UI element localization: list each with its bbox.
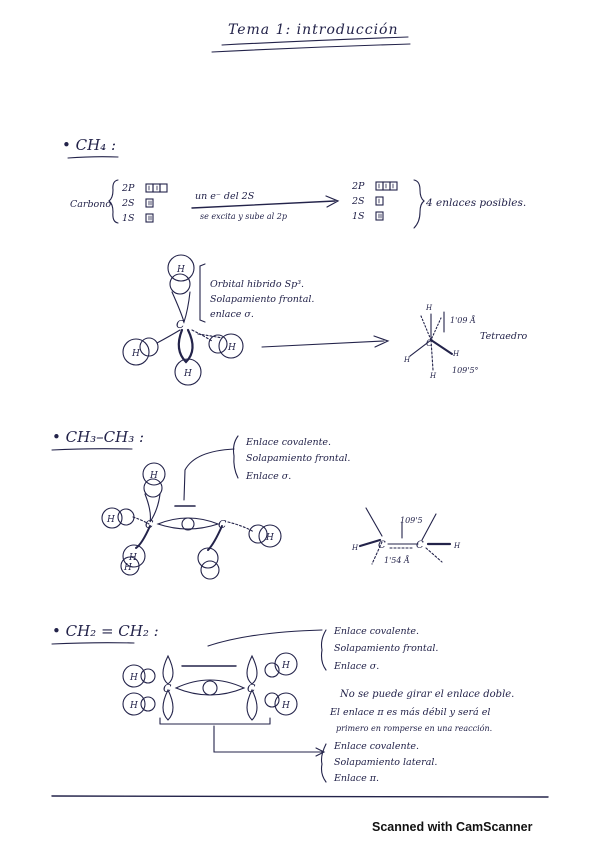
ethene-remark-2: El enlace π es más débil y será el bbox=[330, 707, 491, 718]
ch4-shape: Tetraedro bbox=[480, 331, 528, 342]
ethane-skel-c-1: C bbox=[378, 540, 386, 551]
ch4-angle: 109'5° bbox=[452, 366, 479, 375]
ch4-h-left: H bbox=[131, 349, 140, 359]
ch4-h-top: H bbox=[176, 265, 185, 275]
excited-2s: 2S bbox=[352, 196, 365, 207]
ground-2s: 2S bbox=[122, 198, 135, 209]
ground-1s: 1S bbox=[122, 213, 135, 224]
ethane-skeletal bbox=[358, 507, 452, 565]
ethene-sigma-note-3: Enlace σ. bbox=[334, 661, 380, 672]
ch4-h-bottom: H bbox=[183, 369, 192, 379]
tetrahedron-diagram bbox=[409, 311, 453, 371]
ethene-h-2: H bbox=[129, 701, 138, 711]
arrow-bottom-text: se excita y sube al 2p bbox=[200, 212, 287, 221]
ethane-h-2: H bbox=[106, 515, 115, 525]
scanner-watermark: Scanned with CamScanner bbox=[372, 820, 533, 834]
ch4-note-2: Solapamiento frontal. bbox=[210, 294, 315, 305]
ethene-pi-note-1: Enlace covalente. bbox=[334, 741, 420, 752]
ch4-note-1: Orbital hibrido Sp³. bbox=[210, 279, 305, 290]
bonds-note: 4 enlaces posibles. bbox=[426, 197, 527, 209]
tet-h-left: H bbox=[403, 356, 411, 364]
ethane-angle: 109'5 bbox=[400, 516, 423, 525]
ethene-h-3: H bbox=[281, 661, 290, 671]
ethane-note-2: Solapamiento frontal. bbox=[246, 453, 351, 464]
tet-h-bottom: H bbox=[429, 372, 437, 380]
arrow-top-text: un e⁻ del 2S bbox=[195, 191, 255, 202]
ethane-skel-h-1: H bbox=[351, 544, 359, 552]
ch4-orbital-diagram bbox=[122, 254, 244, 386]
ethane-c-2: C bbox=[218, 518, 227, 531]
ethene-orbital-diagram bbox=[122, 652, 298, 721]
carbono-label: Carbono bbox=[70, 199, 112, 210]
ethane-bond-length: 1'54 Å bbox=[384, 556, 410, 565]
excited-2p: 2P bbox=[352, 181, 365, 192]
ethane-h-1: H bbox=[149, 471, 158, 481]
ch4-h-right: H bbox=[227, 343, 236, 353]
ethane-h-5: H bbox=[265, 533, 274, 543]
ethene-remark-1: No se puede girar el enlace doble. bbox=[340, 689, 515, 700]
ethene-h-4: H bbox=[281, 701, 290, 711]
ethene-heading: • CH₂ = CH₂ : bbox=[52, 622, 159, 640]
ethane-c-1: C bbox=[145, 518, 154, 531]
ethene-sigma-note-2: Solapamiento frontal. bbox=[334, 643, 439, 654]
tet-c: C bbox=[426, 339, 433, 349]
ethene-c-1: C bbox=[163, 682, 172, 695]
ch4-note-3: enlace σ. bbox=[210, 309, 254, 320]
ethane-skel-c-2: C bbox=[416, 540, 424, 551]
ethene-remark-3: primero en romperse en una reacción. bbox=[336, 724, 493, 733]
ethene-c-2: C bbox=[247, 682, 256, 695]
ethene-pi-note-2: Solapamiento lateral. bbox=[334, 757, 438, 768]
ethane-h-4: H bbox=[123, 563, 132, 573]
ethane-h-3: H bbox=[128, 553, 137, 563]
tet-h-right: H bbox=[452, 350, 460, 358]
ethene-sigma-note-1: Enlace covalente. bbox=[334, 626, 420, 637]
ch4-c: C bbox=[176, 318, 185, 331]
excited-1s: 1S bbox=[352, 211, 365, 222]
tet-h-top: H bbox=[425, 304, 433, 312]
ethane-skel-h-2: H bbox=[453, 542, 461, 550]
page-title: Tema 1: introducción bbox=[228, 22, 399, 38]
ground-2p: 2P bbox=[122, 183, 135, 194]
ch4-heading: • CH₄ : bbox=[62, 136, 117, 154]
ethane-note-1: Enlace covalente. bbox=[246, 437, 332, 448]
ethene-h-1: H bbox=[129, 673, 138, 683]
ethane-heading: • CH₃–CH₃ : bbox=[52, 428, 145, 446]
ethane-note-3: Enlace σ. bbox=[246, 471, 292, 482]
ethane-orbital-diagram bbox=[101, 462, 282, 580]
ethene-pi-note-3: Enlace π. bbox=[334, 773, 379, 784]
ch4-bond-length: 1'09 Å bbox=[450, 316, 476, 325]
